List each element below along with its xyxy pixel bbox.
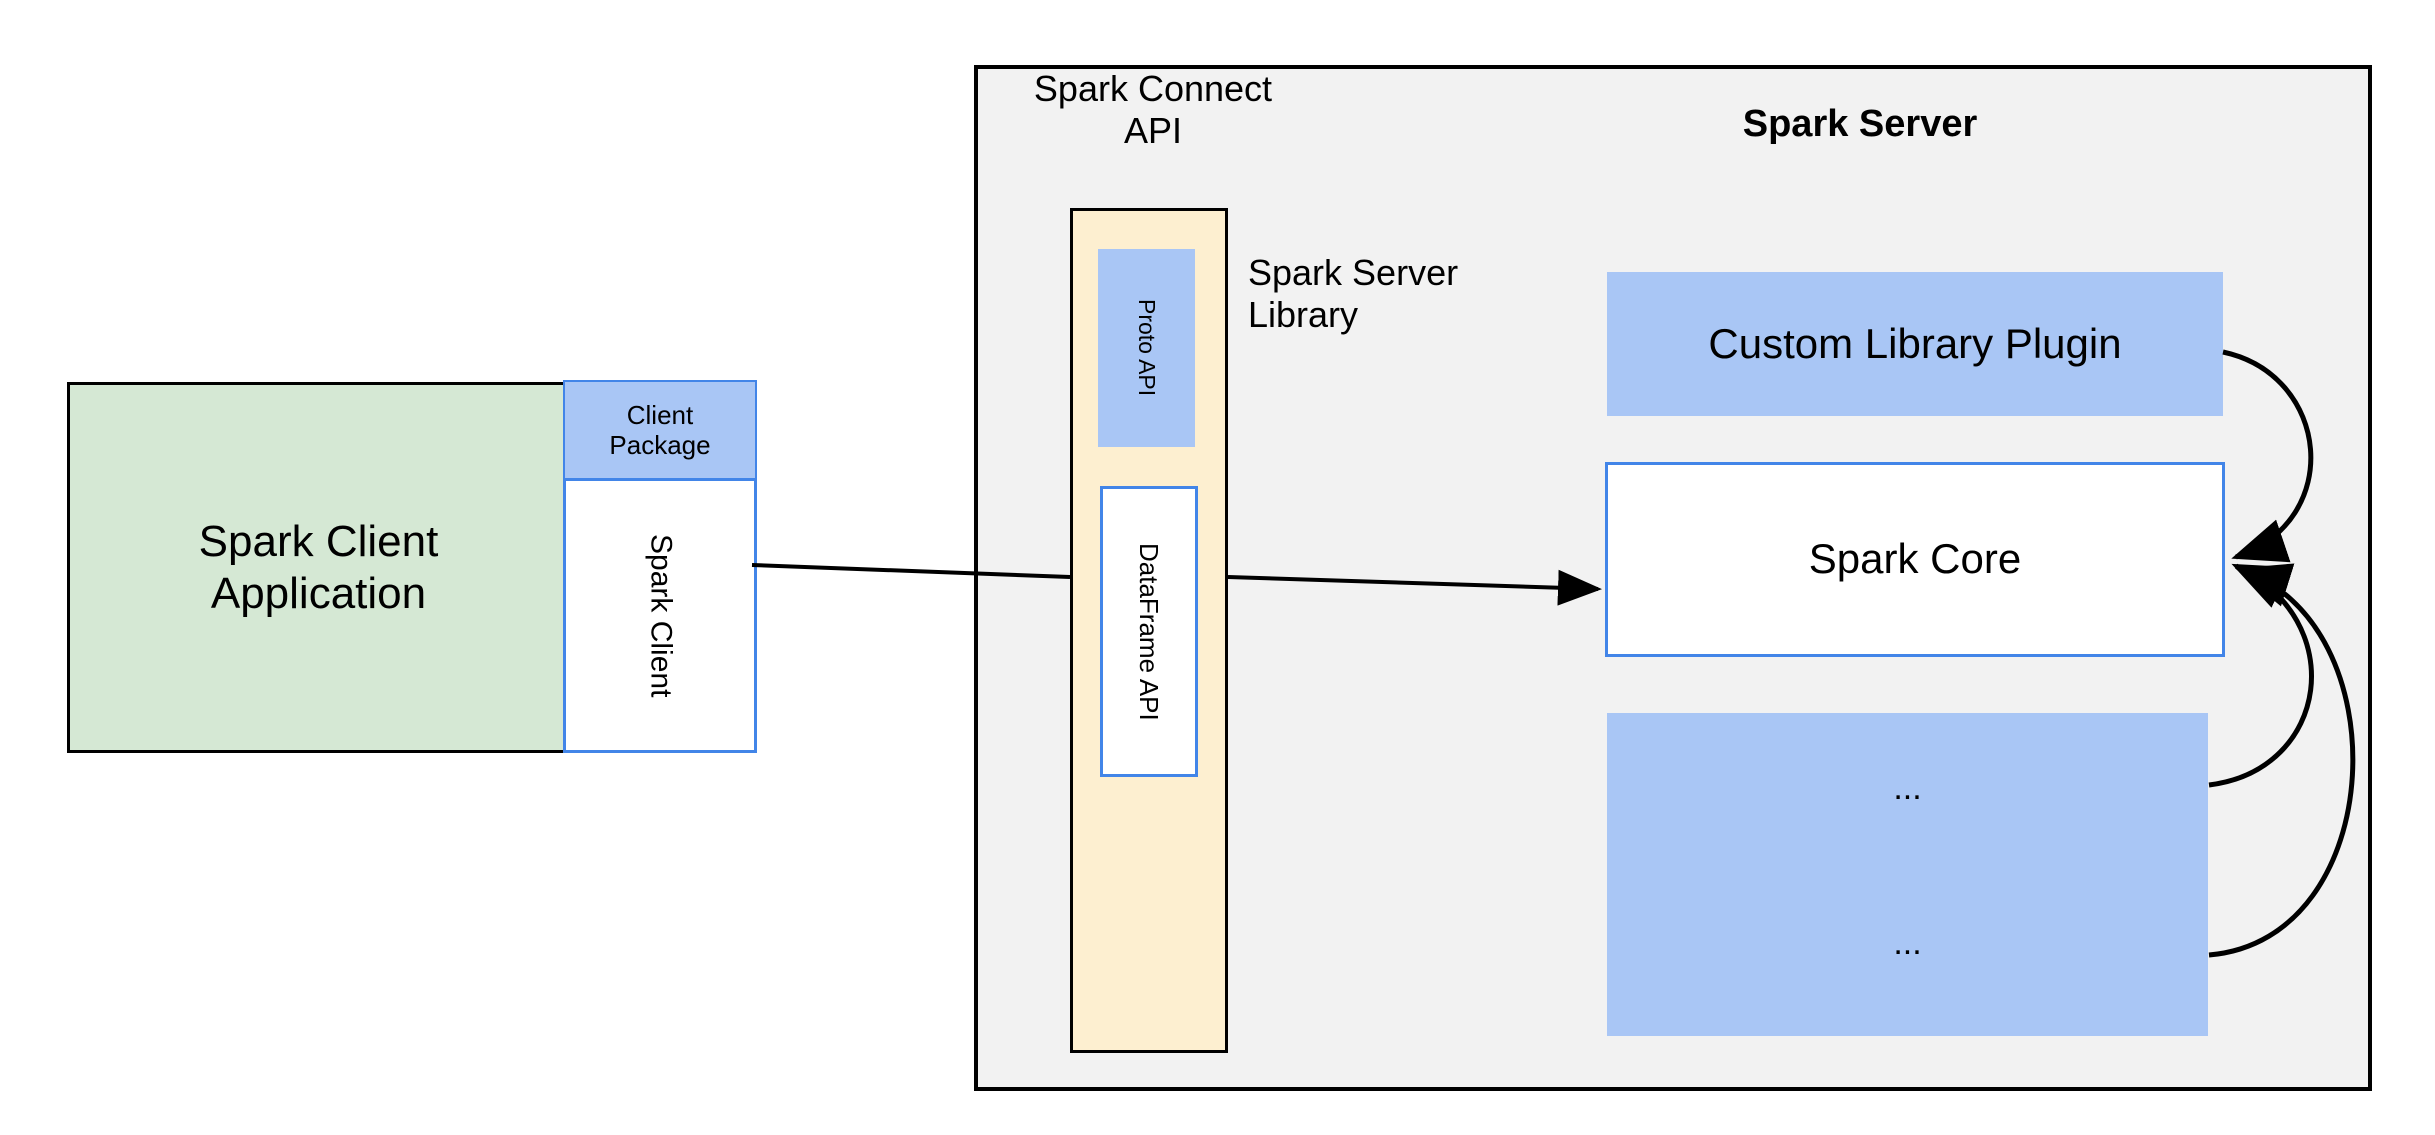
spark-client-application-label-line2: Application [210, 568, 427, 618]
spark-server-library-label-line1: Spark Server [1248, 252, 1459, 293]
spark-core-box[interactable]: Spark Core [1605, 462, 2225, 657]
proto-api-label: Proto API [1133, 299, 1160, 397]
spark-connect-api-label: Spark Connect API [1008, 68, 1298, 158]
spark-client-application-box[interactable]: Spark Client Application [67, 382, 570, 753]
spark-core-label: Spark Core [1808, 535, 2022, 583]
spark-server-library-label: Spark Server Library [1248, 252, 1548, 342]
plugin-placeholder-label-1: ... [1893, 769, 1922, 808]
spark-server-title: Spark Server [1742, 102, 1978, 145]
proto-api-box[interactable]: Proto API [1098, 249, 1195, 447]
custom-library-plugin-box[interactable]: Custom Library Plugin [1607, 272, 2223, 416]
spark-client-application-label-line1: Spark Client [198, 517, 439, 567]
client-package-header[interactable]: Client Package [563, 380, 757, 480]
custom-library-plugin-label: Custom Library Plugin [1708, 319, 2122, 367]
plugin-placeholder-box-1[interactable]: ... [1607, 713, 2208, 865]
spark-connect-api-label-line1: Spark Connect [1033, 68, 1273, 109]
spark-client-label: Spark Client [644, 533, 678, 698]
plugin-placeholder-box-2[interactable]: ... [1607, 852, 2208, 1036]
dataframe-api-box[interactable]: DataFrame API [1100, 486, 1198, 777]
client-package-label-line1: Client [626, 399, 694, 430]
spark-connect-api-label-line2: API [1123, 109, 1183, 151]
client-package-label-line2: Package [609, 430, 711, 460]
plugin-placeholder-label-2: ... [1893, 924, 1922, 963]
dataframe-api-label: DataFrame API [1134, 542, 1165, 721]
spark-client-box[interactable]: Spark Client [563, 478, 757, 753]
spark-server-library-label-line2: Library [1248, 293, 1359, 335]
